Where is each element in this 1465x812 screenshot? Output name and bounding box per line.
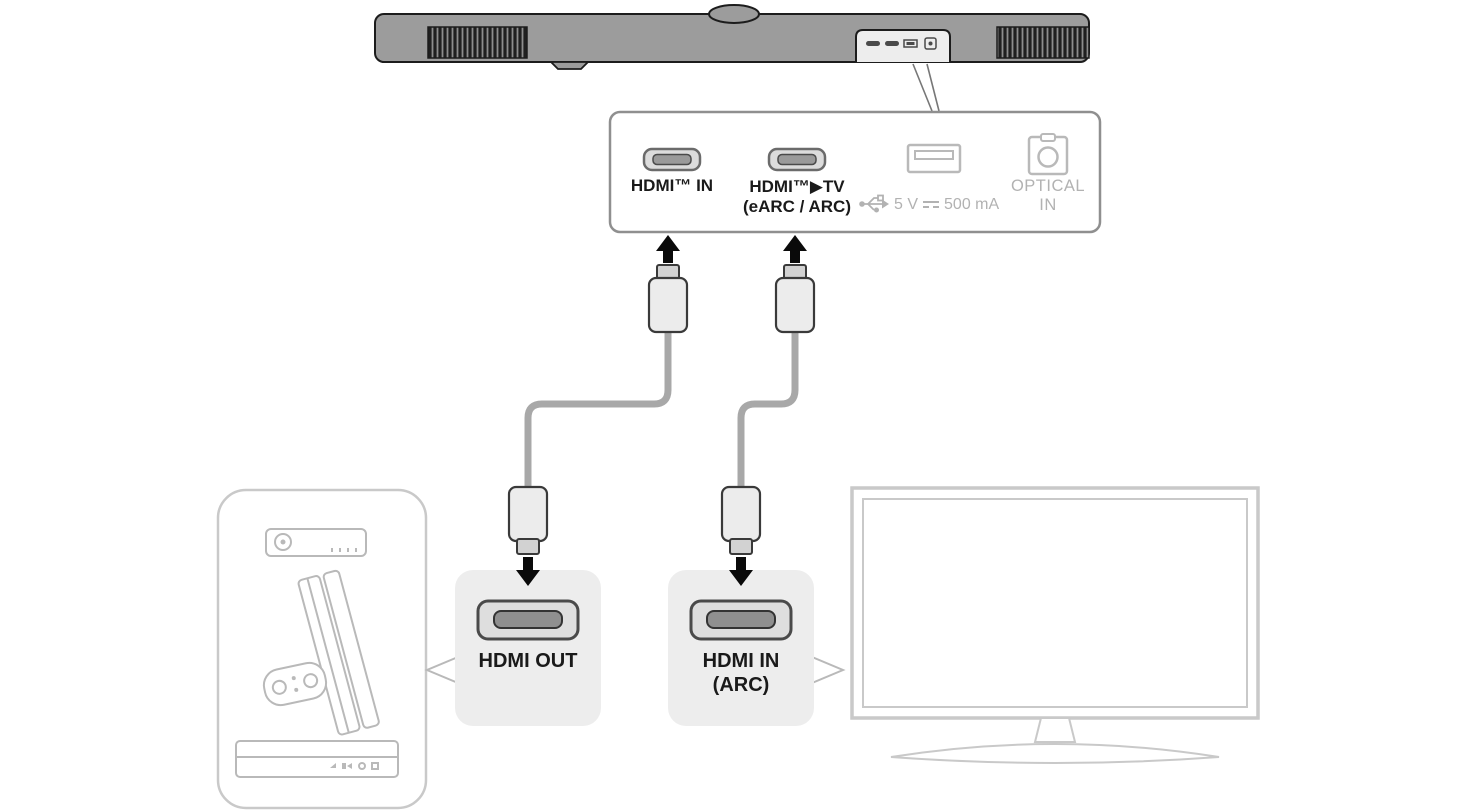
speaker-grille-left-icon — [427, 26, 528, 59]
recess-optical-dot — [928, 41, 933, 46]
dc-symbol-icon — [923, 199, 940, 211]
recess-usb-port-icon — [903, 39, 918, 48]
arrow-down-right-icon — [729, 557, 753, 586]
hdmi-plug-bottom-right-icon — [720, 485, 762, 555]
hdmi-in-arc-port-icon — [689, 599, 793, 641]
hdmi-arc-port-icon — [767, 147, 827, 172]
ports-panel-outline — [608, 110, 1102, 234]
hdmi-arc-label-line1: HDMI™▶TV — [749, 177, 845, 196]
tv-stand-pole — [1033, 717, 1077, 743]
hdmi-out-box-bg — [455, 570, 601, 726]
usb-trident-icon — [859, 194, 889, 213]
recess-optical-port-icon — [924, 37, 937, 50]
soundbar-top-knob — [708, 4, 760, 24]
ports-panel — [608, 110, 1102, 234]
hdmi-out-box — [424, 570, 601, 726]
hdmi-in-arc-label-line2: (ARC) — [712, 674, 770, 696]
recess-hdmi-port2-icon — [885, 41, 899, 46]
callout-lines — [912, 63, 940, 112]
hdmi-in-arc-box-bg — [668, 570, 814, 726]
set-top-box-icon — [265, 528, 367, 557]
optical-port-icon — [1027, 133, 1069, 176]
soundbar-port-recess — [855, 29, 951, 62]
soundbar-notch — [548, 61, 591, 70]
speaker-grille-right-icon — [996, 26, 1090, 59]
tv-stand-base — [890, 743, 1220, 764]
optical-label-line2: IN — [1039, 196, 1057, 214]
hdmi-plug-top-right-icon — [774, 264, 816, 334]
hdmi-out-port-icon — [476, 599, 580, 641]
recess-hdmi-port-icon — [866, 41, 880, 46]
hdmi-in-label: HDMI™ IN — [630, 176, 714, 195]
arrow-up-right-icon — [783, 235, 807, 263]
hdmi-cable-right — [737, 326, 799, 492]
usb-rating-label: 5 V 500 mA — [894, 196, 999, 214]
soundbar — [374, 4, 1090, 70]
hdmi-plug-bottom-left-icon — [507, 485, 549, 555]
arrow-up-left-icon — [656, 235, 680, 263]
hdmi-in-port-icon — [642, 147, 702, 172]
hdmi-cable-left — [524, 326, 672, 492]
disc-player-icon — [235, 740, 399, 778]
game-console-icon — [297, 569, 380, 736]
hdmi-out-label: HDMI OUT — [478, 650, 578, 672]
gamepad-icon — [262, 661, 328, 707]
hdmi-in-arc-label-line1: HDMI IN — [702, 650, 780, 672]
recess-usb-tongue — [906, 42, 915, 45]
usb-current-label: 500 mA — [944, 196, 1000, 213]
source-devices-box — [216, 488, 428, 810]
usb-volts-label: 5 V — [894, 196, 919, 213]
tv-screen-inner — [862, 498, 1248, 708]
tv-icon — [850, 486, 1260, 764]
source-devices-outline — [216, 488, 428, 810]
hdmi-plug-top-left-icon — [647, 264, 689, 334]
arrow-down-left-icon — [516, 557, 540, 586]
hdmi-in-arc-box — [668, 570, 846, 726]
hdmi-arc-label-line2: (eARC / ARC) — [743, 197, 851, 216]
optical-label-line1: OPTICAL — [1010, 177, 1086, 195]
usb-port-icon — [906, 143, 962, 174]
